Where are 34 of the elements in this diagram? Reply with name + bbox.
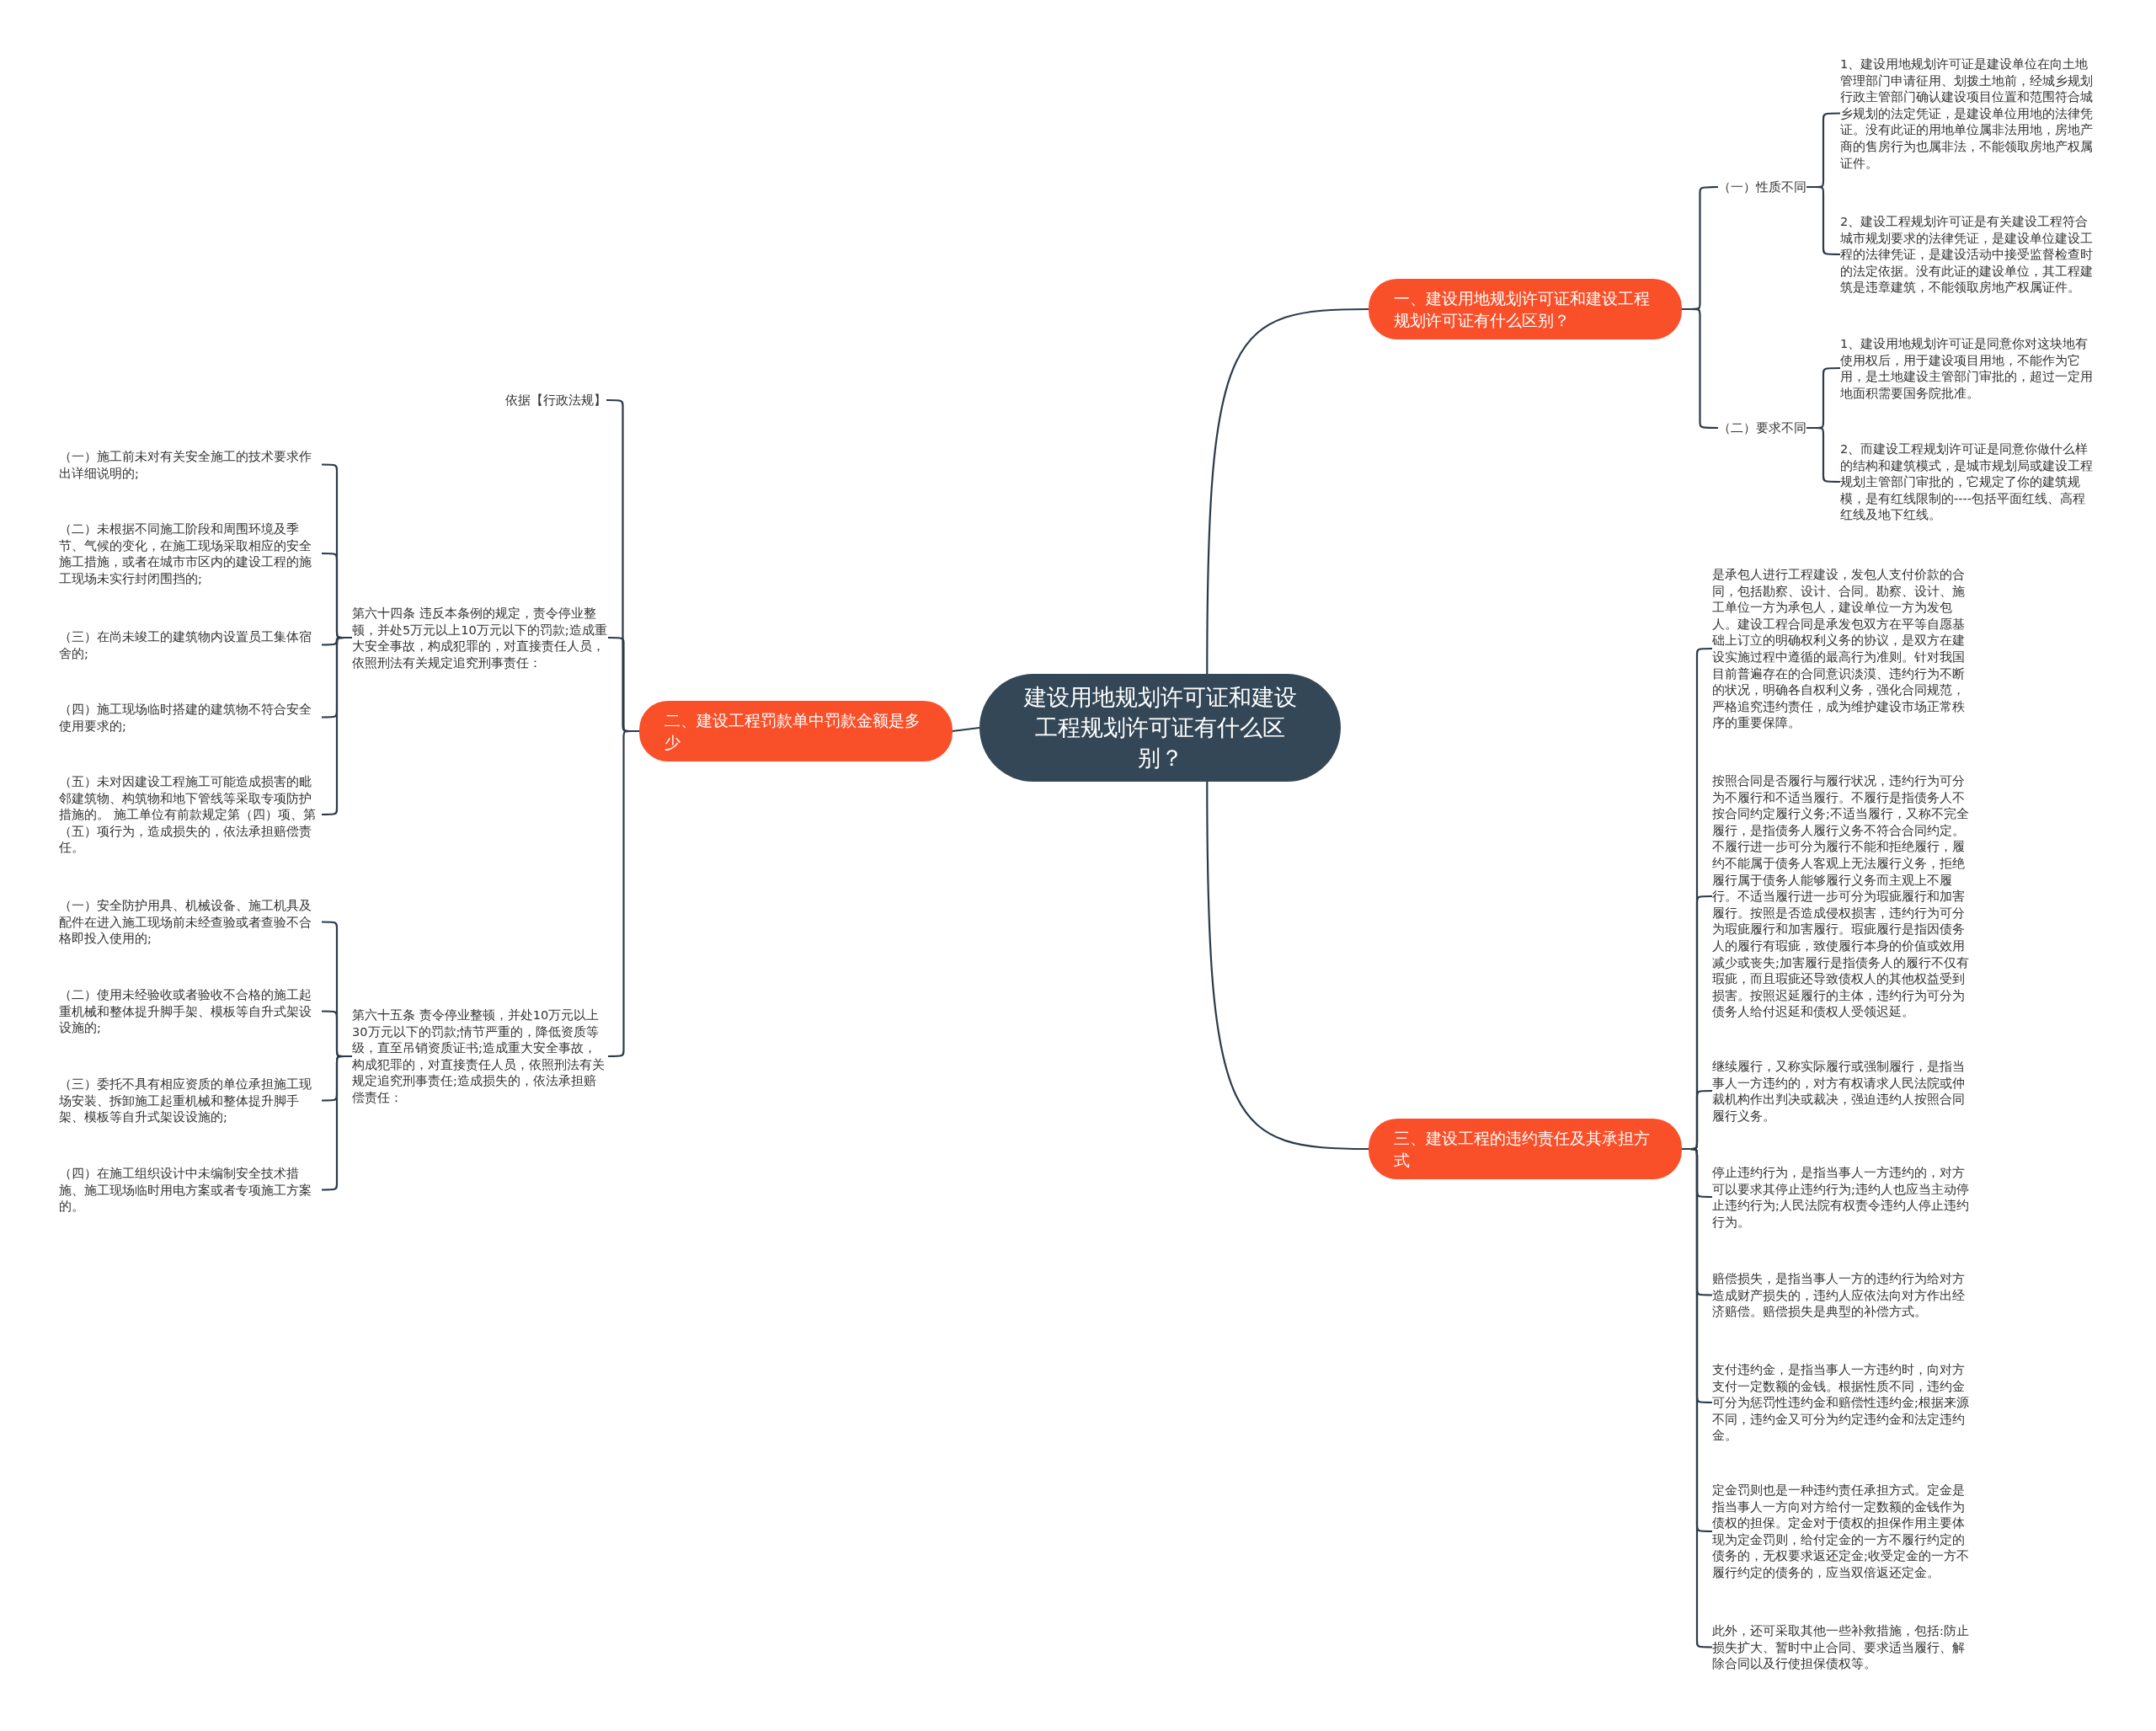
subtopic-label: （一）性质不同 — [1718, 179, 1806, 195]
note-text: 停止违约行为，是指当事人一方违约的，对方可以要求其停止违约行为;违约人也应当主动停止违约行为;人民法院有权责令违约人停止违约行为。 — [1712, 1164, 1973, 1231]
note-text: 是承包人进行工程建设，发包人支付价款的合同，包括勘察、设计、合同。勘察、设计、施工单位一方为承包人，建设单位一方为发包人。建设工程合同是承发包双方在平等自愿基础上订立的明确权利义务的协议，是双方在建设实施过程中遵循的最高行为准则。针对我国目前普遍存在的合同意识淡漠、违约行为不断的状况，明确各自权利义务，强化合同规范，严格追究违约责任，成为维护建设市场正常秩序的重要保障。 — [1712, 566, 1973, 731]
note-text: 按照合同是否履行与履行状况，违约行为可分为不履行和不适当履行。不履行是指债务人不按合同约定履行义务;不适当履行，又称不完全履行，是指债务人履行义务不符合合同约定。不履行进一步可分为履行不能和拒绝履行，履约不能属于债务人客观上无法履行义务，拒绝履行属于债务人能够履行义务而主观上不履行。不适当履行进一步可分为瑕疵履行和加害履行。按照是否造成侵权损害，违约行为可分为瑕疵履行和加害履行。瑕疵履行是指因债务人的履行有瑕疵，致使履行本身的价值或效用减少或丧失;加害履行是指债务人的履行不仅有瑕疵，而且瑕疵还导致债权人的其他权益受到损害。按照迟延履行的主体，违约行为可分为债务人给付迟延和债权人受领迟延。 — [1712, 772, 1973, 1020]
note-text: （二）使用未经验收或者验收不合格的施工起重机械和整体提升脚手架、模板等自升式架设设施的; — [59, 986, 322, 1036]
note-text: 2、而建设工程规划许可证是同意你做什么样的结构和建筑模式，是城市规划局或建设工程规划主管部门审批的，它规定了你的建筑规模，是有红线限制的----包括平面红线、高程红线及地下红线。 — [1840, 441, 2097, 523]
note-text: （三）委托不具有相应资质的单位承担施工现场安装、拆卸施工起重机械和整体提升脚手架、模板等自升式架设设施的; — [59, 1076, 322, 1125]
branch-topic: 三、建设工程的违约责任及其承担方式 — [1369, 1119, 1682, 1179]
note-text: （二）未根据不同施工阶段和周围环境及季节、气候的变化，在施工现场采取相应的安全施工措施，或者在城市市区内的建设工程的施工现场未实行封闭围挡的; — [59, 521, 322, 587]
branch-topic: 一、建设用地规划许可证和建设工程规划许可证有什么区别？ — [1369, 279, 1682, 339]
connector-line — [1206, 782, 1369, 1151]
note-text: 继续履行，又称实际履行或强制履行，是指当事人一方违约的，对方有权请求人民法院或仲裁机构作出判决或裁决，强迫违约人按照合同履行义务。 — [1712, 1058, 1973, 1125]
note-text: 第六十四条 违反本条例的规定，责令停业整顿，并处5万元以上10万元以下的罚款;造成重大安全事故，构成犯罪的，对直接责任人员，依照刑法有关规定追究刑事责任： — [352, 605, 608, 671]
note-text: 2、建设工程规划许可证是有关建设工程符合城市规划要求的法律凭证，是建设单位建设工程的法律凭证，是建设活动中接受监督检查时的法定依据。没有此证的建设单位，其工程建筑是违章建筑，不能领取房地产权属证件。 — [1840, 213, 2097, 296]
note-text: 此外，还可采取其他一些补救措施，包括:防止损失扩大、暂时中止合同、要求适当履行、解除合同以及行使担保债权等。 — [1712, 1622, 1973, 1672]
central-topic: 建设用地规划许可证和建设工程规划许可证有什么区别？ — [979, 674, 1341, 782]
branch-topic: 二、建设工程罚款单中罚款金额是多少 — [639, 701, 953, 761]
note-text: （一）安全防护用具、机械设备、施工机具及配件在进入施工现场前未经查验或者查验不合格即投入使用的; — [59, 897, 322, 947]
connector-line — [1206, 307, 1369, 674]
note-text: （四）施工现场临时搭建的建筑物不符合安全使用要求的; — [59, 701, 322, 735]
note-text: （四）在施工组织设计中未编制安全技术措施、施工现场临时用电方案或者专项施工方案的。 — [59, 1165, 322, 1215]
subtopic-label: 依据【行政法规】 — [505, 392, 606, 409]
note-text: （五）未对因建设工程施工可能造成损害的毗邻建筑物、构筑物和地下管线等采取专项防护措施的。 施工单位有前款规定第（四）项、第（五）项行为，造成损失的，依法承担赔偿责任。 — [59, 773, 322, 856]
subtopic-label: （二）要求不同 — [1718, 419, 1806, 436]
connector-line — [608, 729, 639, 1058]
note-text: 赔偿损失，是指当事人一方的违约行为给对方造成财产损失的，违约人应依法向对方作出经济赔偿。赔偿损失是典型的补偿方式。 — [1712, 1270, 1973, 1320]
connector-line — [952, 726, 980, 733]
note-text: 支付违约金，是指当事人一方违约时，向对方支付一定数额的金钱。根据性质不同，违约金可分为惩罚性违约金和赔偿性违约金;根据来源不同，违约金又可分为约定违约金和法定违约金。 — [1712, 1361, 1973, 1444]
note-text: （三）在尚未竣工的建筑物内设置员工集体宿舍的; — [59, 628, 322, 662]
note-text: 定金罚则也是一种违约责任承担方式。定金是指当事人一方向对方给付一定数额的金钱作为债权的担保。定金对于债权的担保作用主要体现为定金罚则，给付定金的一方不履行约定的债务的，无权要求返还定金;收受定金的一方不履行约定的债务的，应当双倍返还定金。 — [1712, 1482, 1973, 1581]
note-text: 1、建设用地规划许可证是建设单位在向土地管理部门申请征用、划拨土地前，经城乡规划行政主管部门确认建设项目位置和范围符合城乡规划的法定凭证，是建设单位用地的法律凭证。没有此证的用地单位属非法用地，房地产商的售房行为也属非法，不能领取房地产权属证件。 — [1840, 56, 2097, 172]
note-text: 第六十五条 责令停业整顿，并处10万元以上30万元以下的罚款;情节严重的，降低资质等级，直至吊销资质证书;造成重大安全事故，构成犯罪的，对直接责任人员，依照刑法有关规定追究刑事责任;造成损失的，依法承担赔偿责任： — [352, 1007, 608, 1106]
note-text: 1、建设用地规划许可证是同意你对这块地有使用权后，用于建设项目用地，不能作为它用，是土地建设主管部门审批的，超过一定用地面积需要国务院批准。 — [1840, 335, 2097, 402]
note-text: （一）施工前未对有关安全施工的技术要求作出详细说明的; — [59, 448, 322, 482]
